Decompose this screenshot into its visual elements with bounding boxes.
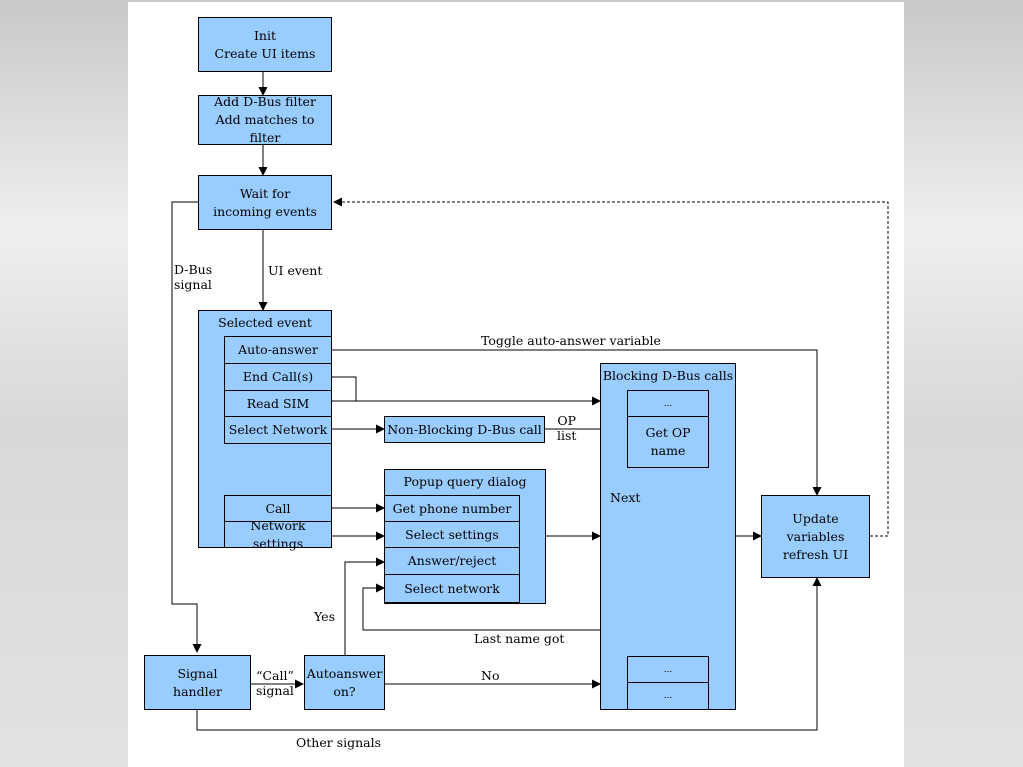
autoanswer-decision-box: Autoanswer on? [304,655,385,710]
ui-event-label: UI event [268,263,323,278]
call-signal-line-2: signal [256,683,294,698]
item-label: Select network [404,580,500,596]
init-box: Init Create UI items [198,17,332,72]
dbus-filter-line-1: Add D-Bus filter [214,94,316,109]
wait-line-2: incoming events [213,203,317,219]
update-line-2: refresh UI [782,546,849,562]
call-signal-line-1: “Call” [256,668,294,683]
autoanswer-line-1: Autoanswer [306,665,383,681]
arrow-toggle-auto-answer [332,349,822,496]
yes-label: Yes [314,609,335,624]
other-signals-label: Other signals [296,735,381,750]
blocking-slot: ... [627,682,709,710]
update-line-1: Update variables [786,510,845,544]
selected-event-item: Select Network [224,416,332,444]
selected-event-title: Selected event [218,315,312,330]
popup-item: Answer/reject [384,547,520,575]
signal-handler-line-2: handler [173,683,222,699]
op-list-line-1: OP [557,413,577,428]
popup-item: Get phone number [384,495,520,522]
get-op-line-2: name [650,443,686,458]
wait-line-1: Wait for [239,185,291,201]
autoanswer-line-2: on? [333,683,356,699]
init-box-subtitle: Create UI items [214,45,316,61]
blocking-slot: ... [627,656,709,683]
get-op-name-box: Get OP name [627,416,709,468]
arrow-other-signals [196,577,822,731]
item-label: Call [265,500,291,516]
popup-item: Select settings [384,521,520,548]
popup-query-title: Popup query dialog [403,474,527,489]
selected-event-item: Network settings [224,518,332,551]
item-label: Auto-answer [238,342,318,357]
arrow-end-calls [332,376,357,401]
dbus-signal-label: D-Bus signal [174,262,212,292]
arrow-yes [344,557,385,655]
item-label: Get phone number [392,500,512,516]
get-op-line-1: Get OP [645,425,691,440]
item-label: Answer/reject [407,553,497,568]
update-variables-box: Update variables refresh UI [761,495,870,578]
signal-handler-box: Signal handler [144,655,251,710]
selected-event-item: Read SIM [224,390,332,417]
dbus-signal-line-2: signal [174,277,212,292]
dbus-signal-line-1: D-Bus [174,262,213,277]
toggle-label: Toggle auto-answer variable [481,333,661,348]
item-label: Select Network [228,422,328,437]
op-list-line-2: list [557,428,577,443]
dbus-filter-line-2: Add matches to filter [215,112,315,145]
popup-item: Select network [384,574,520,603]
slot-label: ... [663,398,673,409]
init-box-title: Init [253,27,276,43]
selected-event-item: Auto-answer [224,336,332,364]
selected-event-item: End Call(s) [224,363,332,391]
non-blocking-label: Non-Blocking D-Bus call [387,421,542,437]
item-label: End Call(s) [242,369,314,384]
blocking-slot: ... [627,390,709,417]
signal-handler-line-1: Signal [177,665,218,681]
call-signal-label: “Call” signal [256,668,294,698]
last-name-label: Last name got [474,631,565,646]
slot-label: ... [663,691,673,701]
next-label: Next [610,490,641,505]
non-blocking-dbus-box: Non-Blocking D-Bus call [384,416,545,443]
blocking-dbus-title: Blocking D-Bus calls [602,368,734,383]
dbus-filter-box: Add D-Bus filter Add matches to filter [198,94,332,145]
no-label: No [481,668,500,683]
slot-label: ... [663,664,673,675]
op-list-label: OP list [557,413,576,443]
item-label: Select settings [405,526,499,542]
item-label: Read SIM [246,395,310,411]
arrow-refresh-loop [333,197,889,537]
item-label: Network settings [250,517,306,551]
arrow-dbus-signal [171,201,202,653]
wait-events-box: Wait for incoming events [198,175,332,230]
